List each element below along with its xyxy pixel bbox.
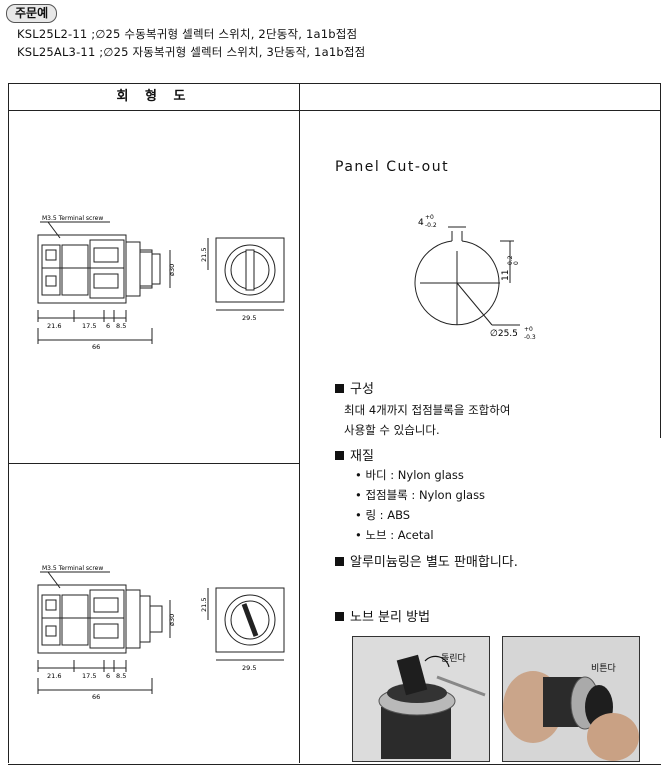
- table-right-border: [660, 83, 661, 438]
- material-item-body: • 바디 : Nylon glass: [355, 468, 464, 482]
- material-item-contact-block: • 접점블록 : Nylon glass: [355, 488, 486, 502]
- bullet-square-icon: [335, 557, 344, 566]
- dim-8-5-top: 8.5: [116, 322, 126, 330]
- dim-width-top: 29.5: [242, 314, 256, 322]
- cutout-diameter: ∅25.5: [490, 329, 518, 339]
- ring-note: 알루미늄링은 별도 판매합니다.: [335, 551, 518, 570]
- photo-2-label: 비튼다: [591, 664, 616, 674]
- key-depth-tol-lower: 0: [513, 261, 520, 265]
- panel-cutout-title: Panel Cut-out: [335, 159, 450, 175]
- diameter-tol-lower: -0.3: [524, 334, 536, 341]
- dim-6-bottom: 6: [106, 672, 110, 680]
- dim-height-bottom: 21.5: [200, 598, 208, 612]
- terminal-label-bottom: M3.5 Terminal screw: [42, 565, 103, 572]
- knob-removal-heading: 노브 분리 방법: [335, 606, 430, 625]
- bullet-square-icon: [335, 384, 344, 393]
- table-column-divider: [299, 83, 300, 763]
- dim-21-6-top: 21.6: [47, 322, 61, 330]
- construction-line-2: 사용할 수 있습니다.: [344, 423, 440, 437]
- knob-removal-photo-1: 돌린다: [352, 636, 490, 762]
- dim-height-top: 21.5: [200, 248, 208, 262]
- material-item-knob: • 노브 : Acetal: [355, 528, 434, 542]
- dim-6-top: 6: [106, 322, 110, 330]
- terminal-label-top: M3.5 Terminal screw: [42, 215, 103, 222]
- construction-heading: 구성: [335, 378, 374, 397]
- table-header-title: 회 형 도: [116, 89, 192, 104]
- order-line-2: KSL25AL3-11 ;∅25 자동복귀형 셀렉터 스위치, 3단동작, 1a…: [17, 45, 366, 59]
- dim-width-bottom: 29.5: [242, 664, 256, 672]
- dimension-drawing-top: M3.5 Terminal screw 21.6 17.5 6 8.5 66 ø…: [37, 215, 285, 350]
- key-width-tol-upper: +0: [425, 214, 434, 221]
- dim-dia-top: ø30: [168, 264, 176, 276]
- bullet-square-icon: [335, 612, 344, 621]
- construction-line-1: 최대 4개까지 접점블록을 조합하여: [344, 403, 511, 417]
- panel-cutout-drawing: 4 +0 -0.2 11 0.2 0 ∅25.5 +0 -0.3: [414, 214, 536, 341]
- table-row-divider: [8, 463, 299, 464]
- key-depth-value: 11: [501, 270, 511, 281]
- dim-21-6-bottom: 21.6: [47, 672, 61, 680]
- dim-17-5-bottom: 17.5: [82, 672, 96, 680]
- table-header-line: [8, 110, 660, 111]
- key-width-value: 4: [418, 218, 424, 228]
- dim-8-5-bottom: 8.5: [116, 672, 126, 680]
- photo-1-label: 돌린다: [441, 654, 466, 664]
- dim-17-5-top: 17.5: [82, 322, 96, 330]
- table-left-border: [8, 83, 9, 763]
- bullet-square-icon: [335, 451, 344, 460]
- dim-dia-bottom: ø30: [168, 614, 176, 626]
- key-width-tol-lower: -0.2: [425, 222, 437, 229]
- order-line-1: KSL25L2-11 ;∅25 수동복귀형 셀렉터 스위치, 2단동작, 1a1…: [17, 27, 358, 41]
- material-heading: 재질: [335, 445, 374, 464]
- knob-removal-photo-2: 비튼다: [502, 636, 640, 762]
- diameter-tol-upper: +0: [524, 326, 533, 333]
- dim-total-bottom: 66: [92, 693, 100, 700]
- key-depth-tol-upper: 0.2: [507, 255, 514, 265]
- order-example-badge: 주문예: [6, 4, 58, 23]
- dimension-drawing-bottom: M3.5 Terminal screw 21.6 17.5 6 8.5 66 ø…: [37, 565, 285, 700]
- material-item-ring: • 링 : ABS: [355, 508, 411, 522]
- spec-table: [8, 83, 661, 765]
- dim-total-top: 66: [92, 343, 100, 350]
